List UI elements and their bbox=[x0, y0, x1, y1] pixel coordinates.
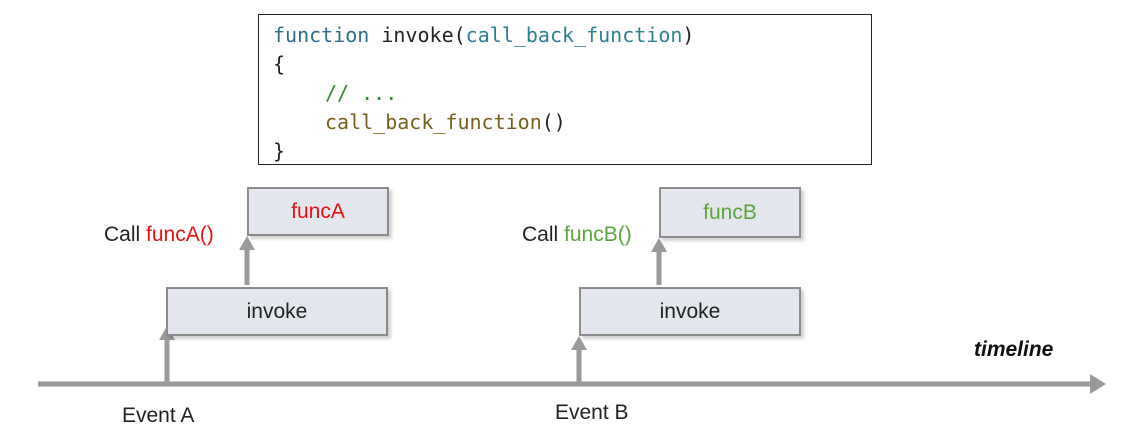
code-callback-call: call_back_function() bbox=[273, 108, 857, 137]
invoke-b-box: invoke bbox=[579, 287, 801, 336]
timeline-label: timeline bbox=[974, 338, 1054, 361]
code-close-paren: ) bbox=[682, 23, 695, 47]
call-funcb-prefix: Call bbox=[522, 223, 565, 246]
call-funca-label: Call funcA() bbox=[104, 223, 214, 247]
event-a-label: Event A bbox=[122, 404, 195, 427]
invoke-a-box: invoke bbox=[166, 287, 388, 336]
call-funcb-label: Call funcB() bbox=[522, 223, 632, 247]
code-function-name: invoke( bbox=[369, 23, 466, 47]
code-keyword: function bbox=[273, 23, 370, 47]
invoke-b-to-funcb-arrowhead bbox=[651, 238, 667, 252]
funca-box-label: funcA bbox=[291, 199, 345, 223]
invoke-a-to-funca-arrowhead bbox=[239, 236, 255, 250]
funca-box: funcA bbox=[247, 187, 389, 236]
timeline-arrowhead bbox=[1090, 374, 1106, 394]
invoke-a-label: invoke bbox=[246, 299, 308, 323]
code-callee: call_back_function bbox=[325, 110, 542, 134]
code-call-parens: () bbox=[541, 110, 566, 134]
funcb-box-label: funcB bbox=[703, 200, 757, 224]
code-comment: // ... bbox=[325, 81, 398, 105]
code-open-brace: { bbox=[273, 52, 286, 76]
event-b-arrowhead bbox=[571, 336, 587, 350]
event-b-label: Event B bbox=[555, 401, 629, 424]
code-parameter: call_back_function bbox=[465, 23, 683, 47]
code-snippet: function invoke(call_back_function) { //… bbox=[258, 14, 872, 165]
call-funca-prefix: Call bbox=[104, 223, 147, 246]
invoke-b-label: invoke bbox=[659, 299, 721, 323]
funcb-box: funcB bbox=[659, 187, 801, 238]
code-close-brace: } bbox=[273, 139, 286, 163]
call-funca-name: funcA() bbox=[146, 223, 214, 246]
call-funcb-name: funcB() bbox=[564, 223, 632, 246]
code-line-signature: function invoke(call_back_function) bbox=[273, 21, 857, 50]
